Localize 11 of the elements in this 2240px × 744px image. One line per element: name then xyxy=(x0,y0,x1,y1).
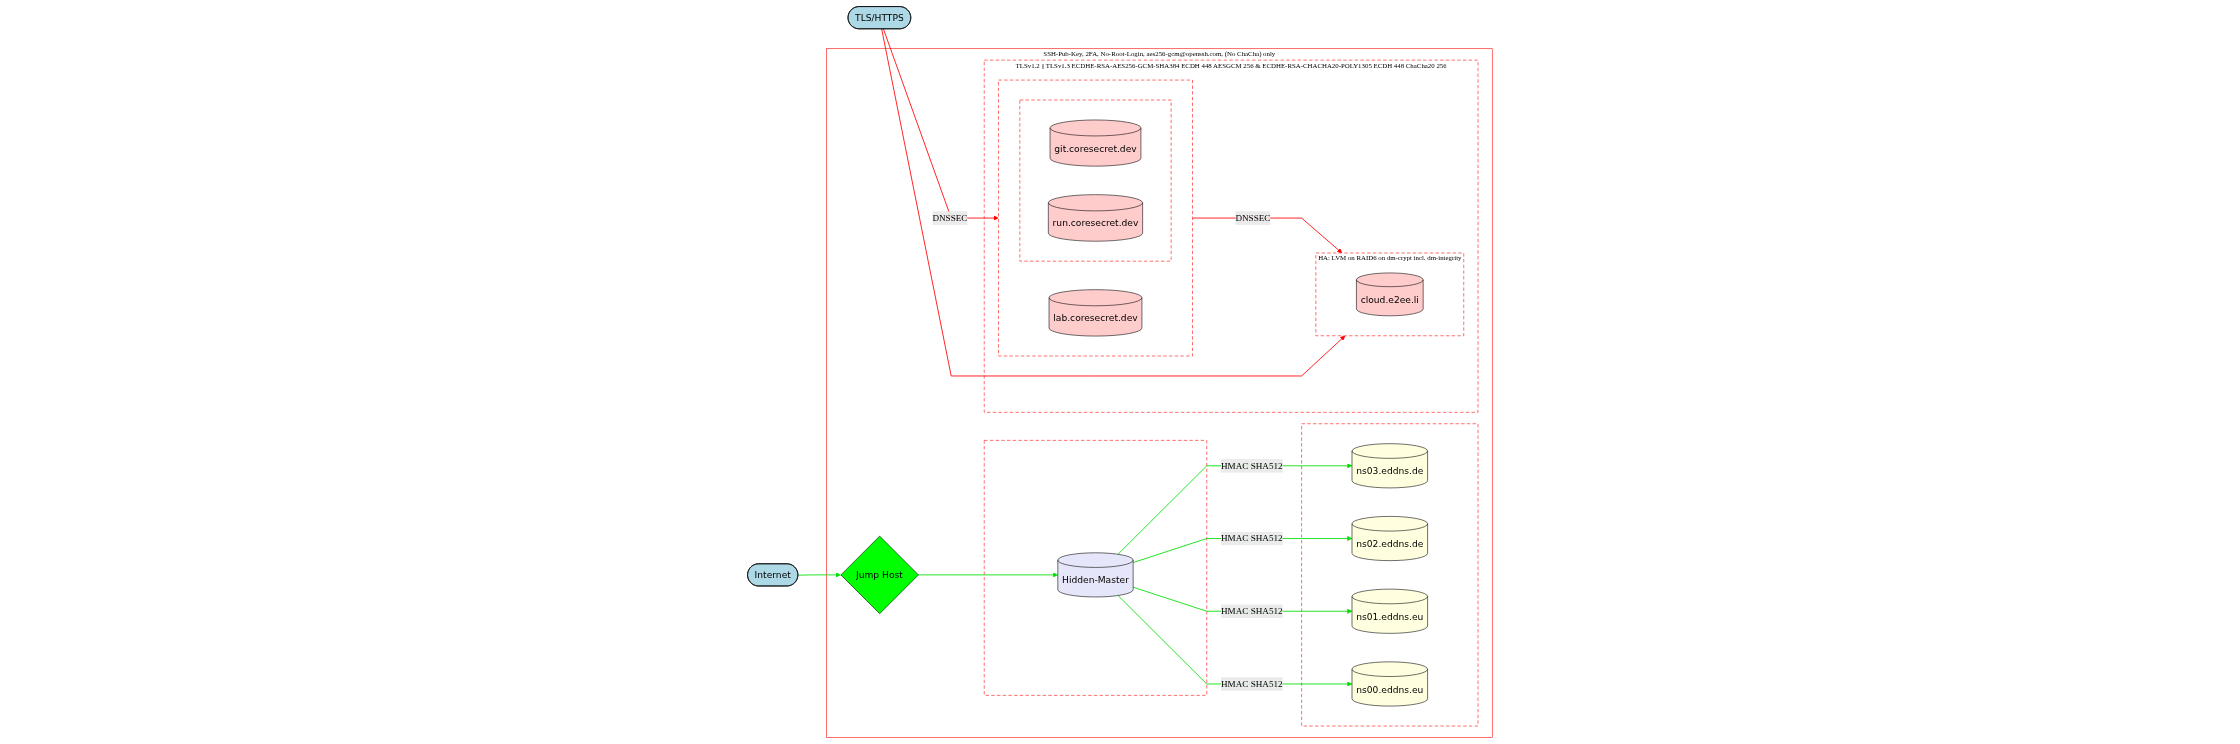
cluster xyxy=(984,440,1208,696)
edge-label: HMAC SHA512 xyxy=(1221,606,1283,616)
edge-label: HMAC SHA512 xyxy=(1221,678,1283,689)
edge-label: HMAC SHA512 xyxy=(1221,460,1283,471)
edge-label: HMAC SHA512 xyxy=(1221,533,1283,544)
edge-label: DNSSEC xyxy=(1235,212,1271,223)
cluster xyxy=(1019,99,1172,262)
cluster xyxy=(1301,423,1479,727)
cluster xyxy=(998,79,1193,357)
edge-label: DNSSEC xyxy=(932,212,968,223)
node-diamond: Jump Host xyxy=(840,535,919,614)
